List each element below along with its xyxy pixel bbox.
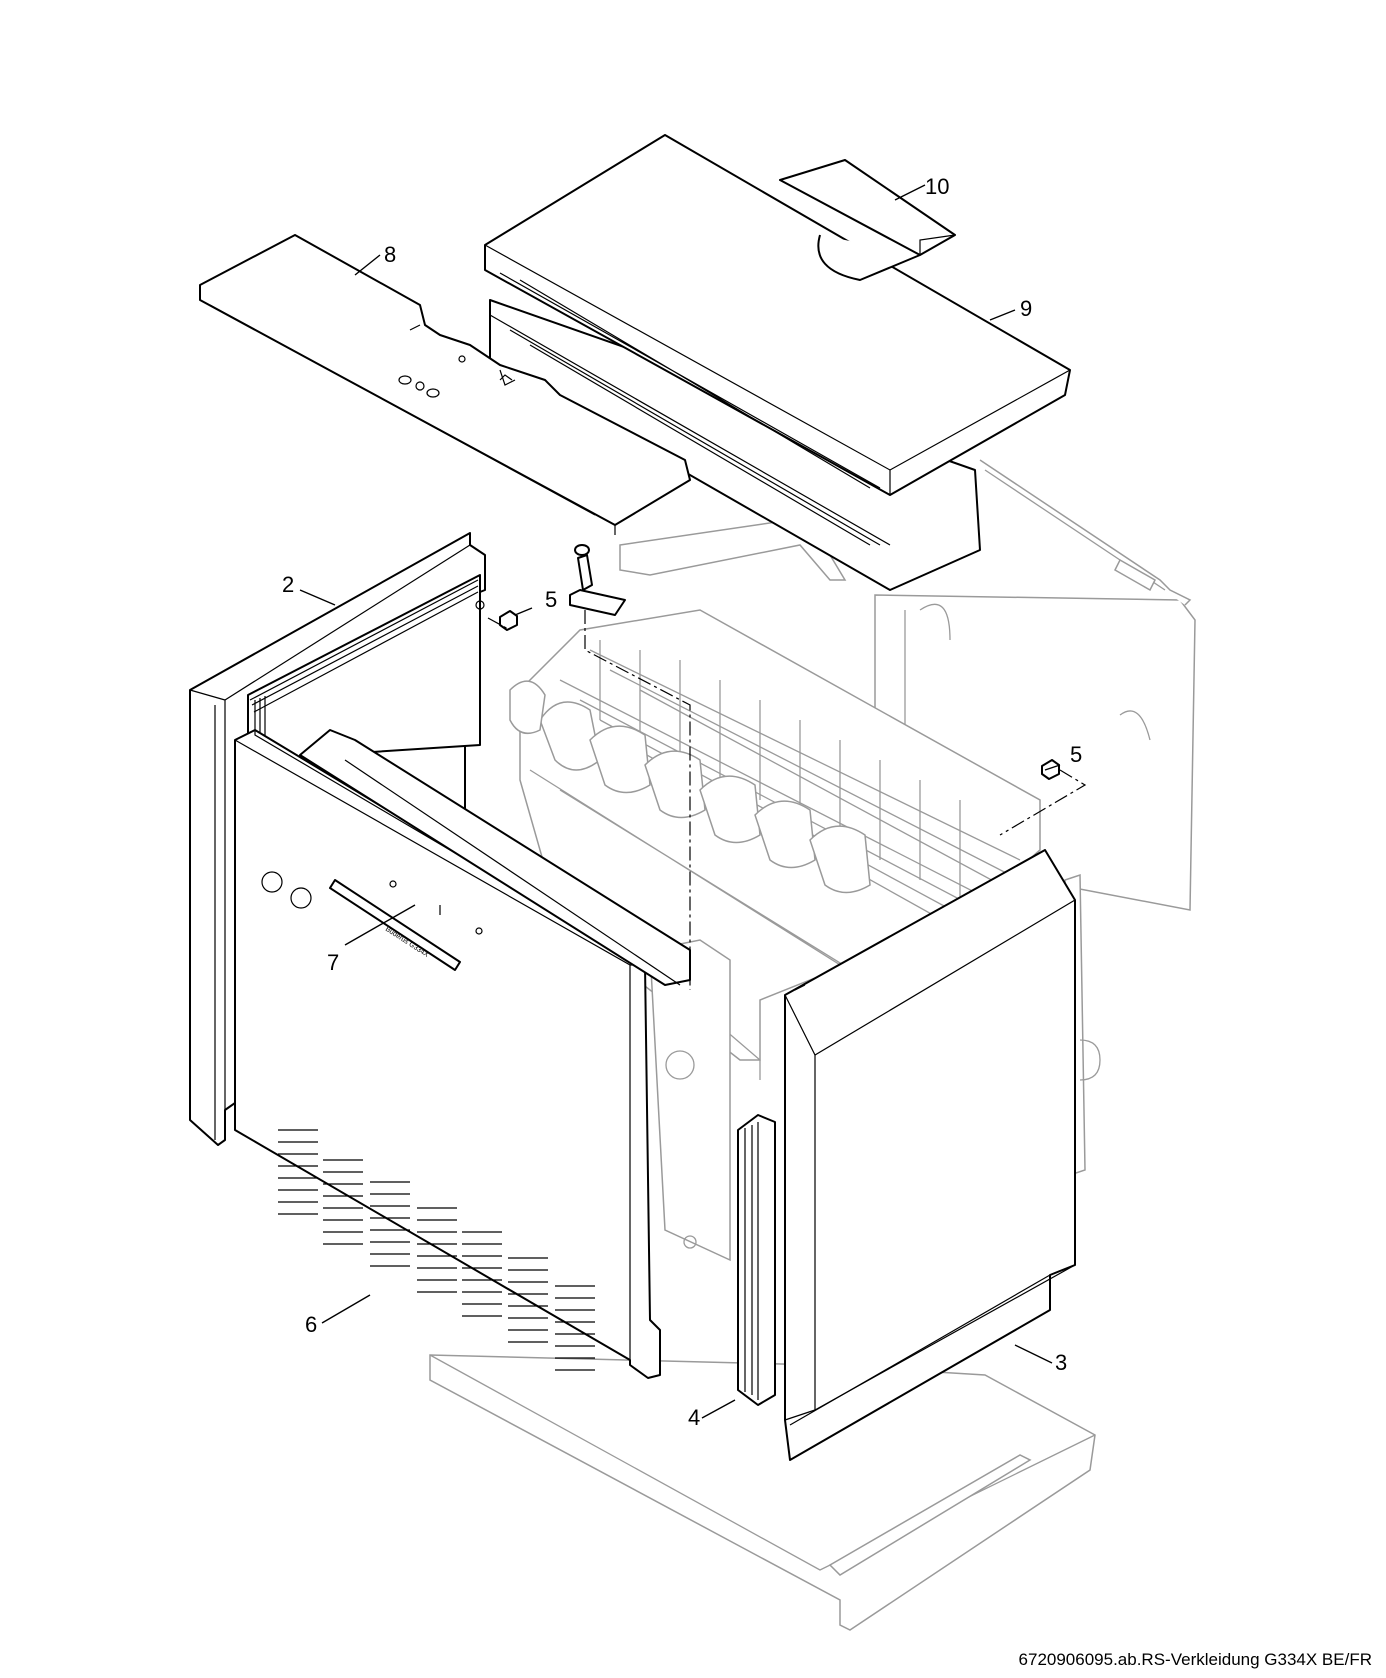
front-top-cover-part-8 (199, 234, 691, 535)
bracket-screw (569, 544, 626, 616)
label-5a: 5 (545, 587, 557, 612)
top-cover-part-9 (484, 134, 1071, 591)
label-10: 10 (925, 174, 949, 199)
label-3: 3 (1055, 1350, 1067, 1375)
label-7: 7 (327, 950, 339, 975)
label-2: 2 (282, 572, 294, 597)
side-strip-part-4 (737, 1114, 776, 1406)
label-8: 8 (384, 242, 396, 267)
roller-row (539, 701, 871, 894)
label-6: 6 (305, 1312, 317, 1337)
louvre-slots (278, 1129, 595, 1371)
cover-plate-part-10 (779, 159, 956, 256)
drawing-reference-caption: 6720906095.ab.RS-Verkleidung G334X BE/FR (1018, 1650, 1372, 1669)
right-front-panel-part-3 (784, 849, 1076, 1461)
label-5b: 5 (1070, 742, 1082, 767)
clip-part-5a (499, 610, 518, 631)
assembly-lines (439, 610, 1087, 990)
clip-part-5b (1041, 759, 1060, 780)
part-labels: 2 5 5 7 6 4 3 8 9 10 (282, 174, 1082, 1430)
leader-lines (299, 184, 1061, 1419)
label-9: 9 (1020, 296, 1032, 321)
label-4: 4 (688, 1405, 700, 1430)
